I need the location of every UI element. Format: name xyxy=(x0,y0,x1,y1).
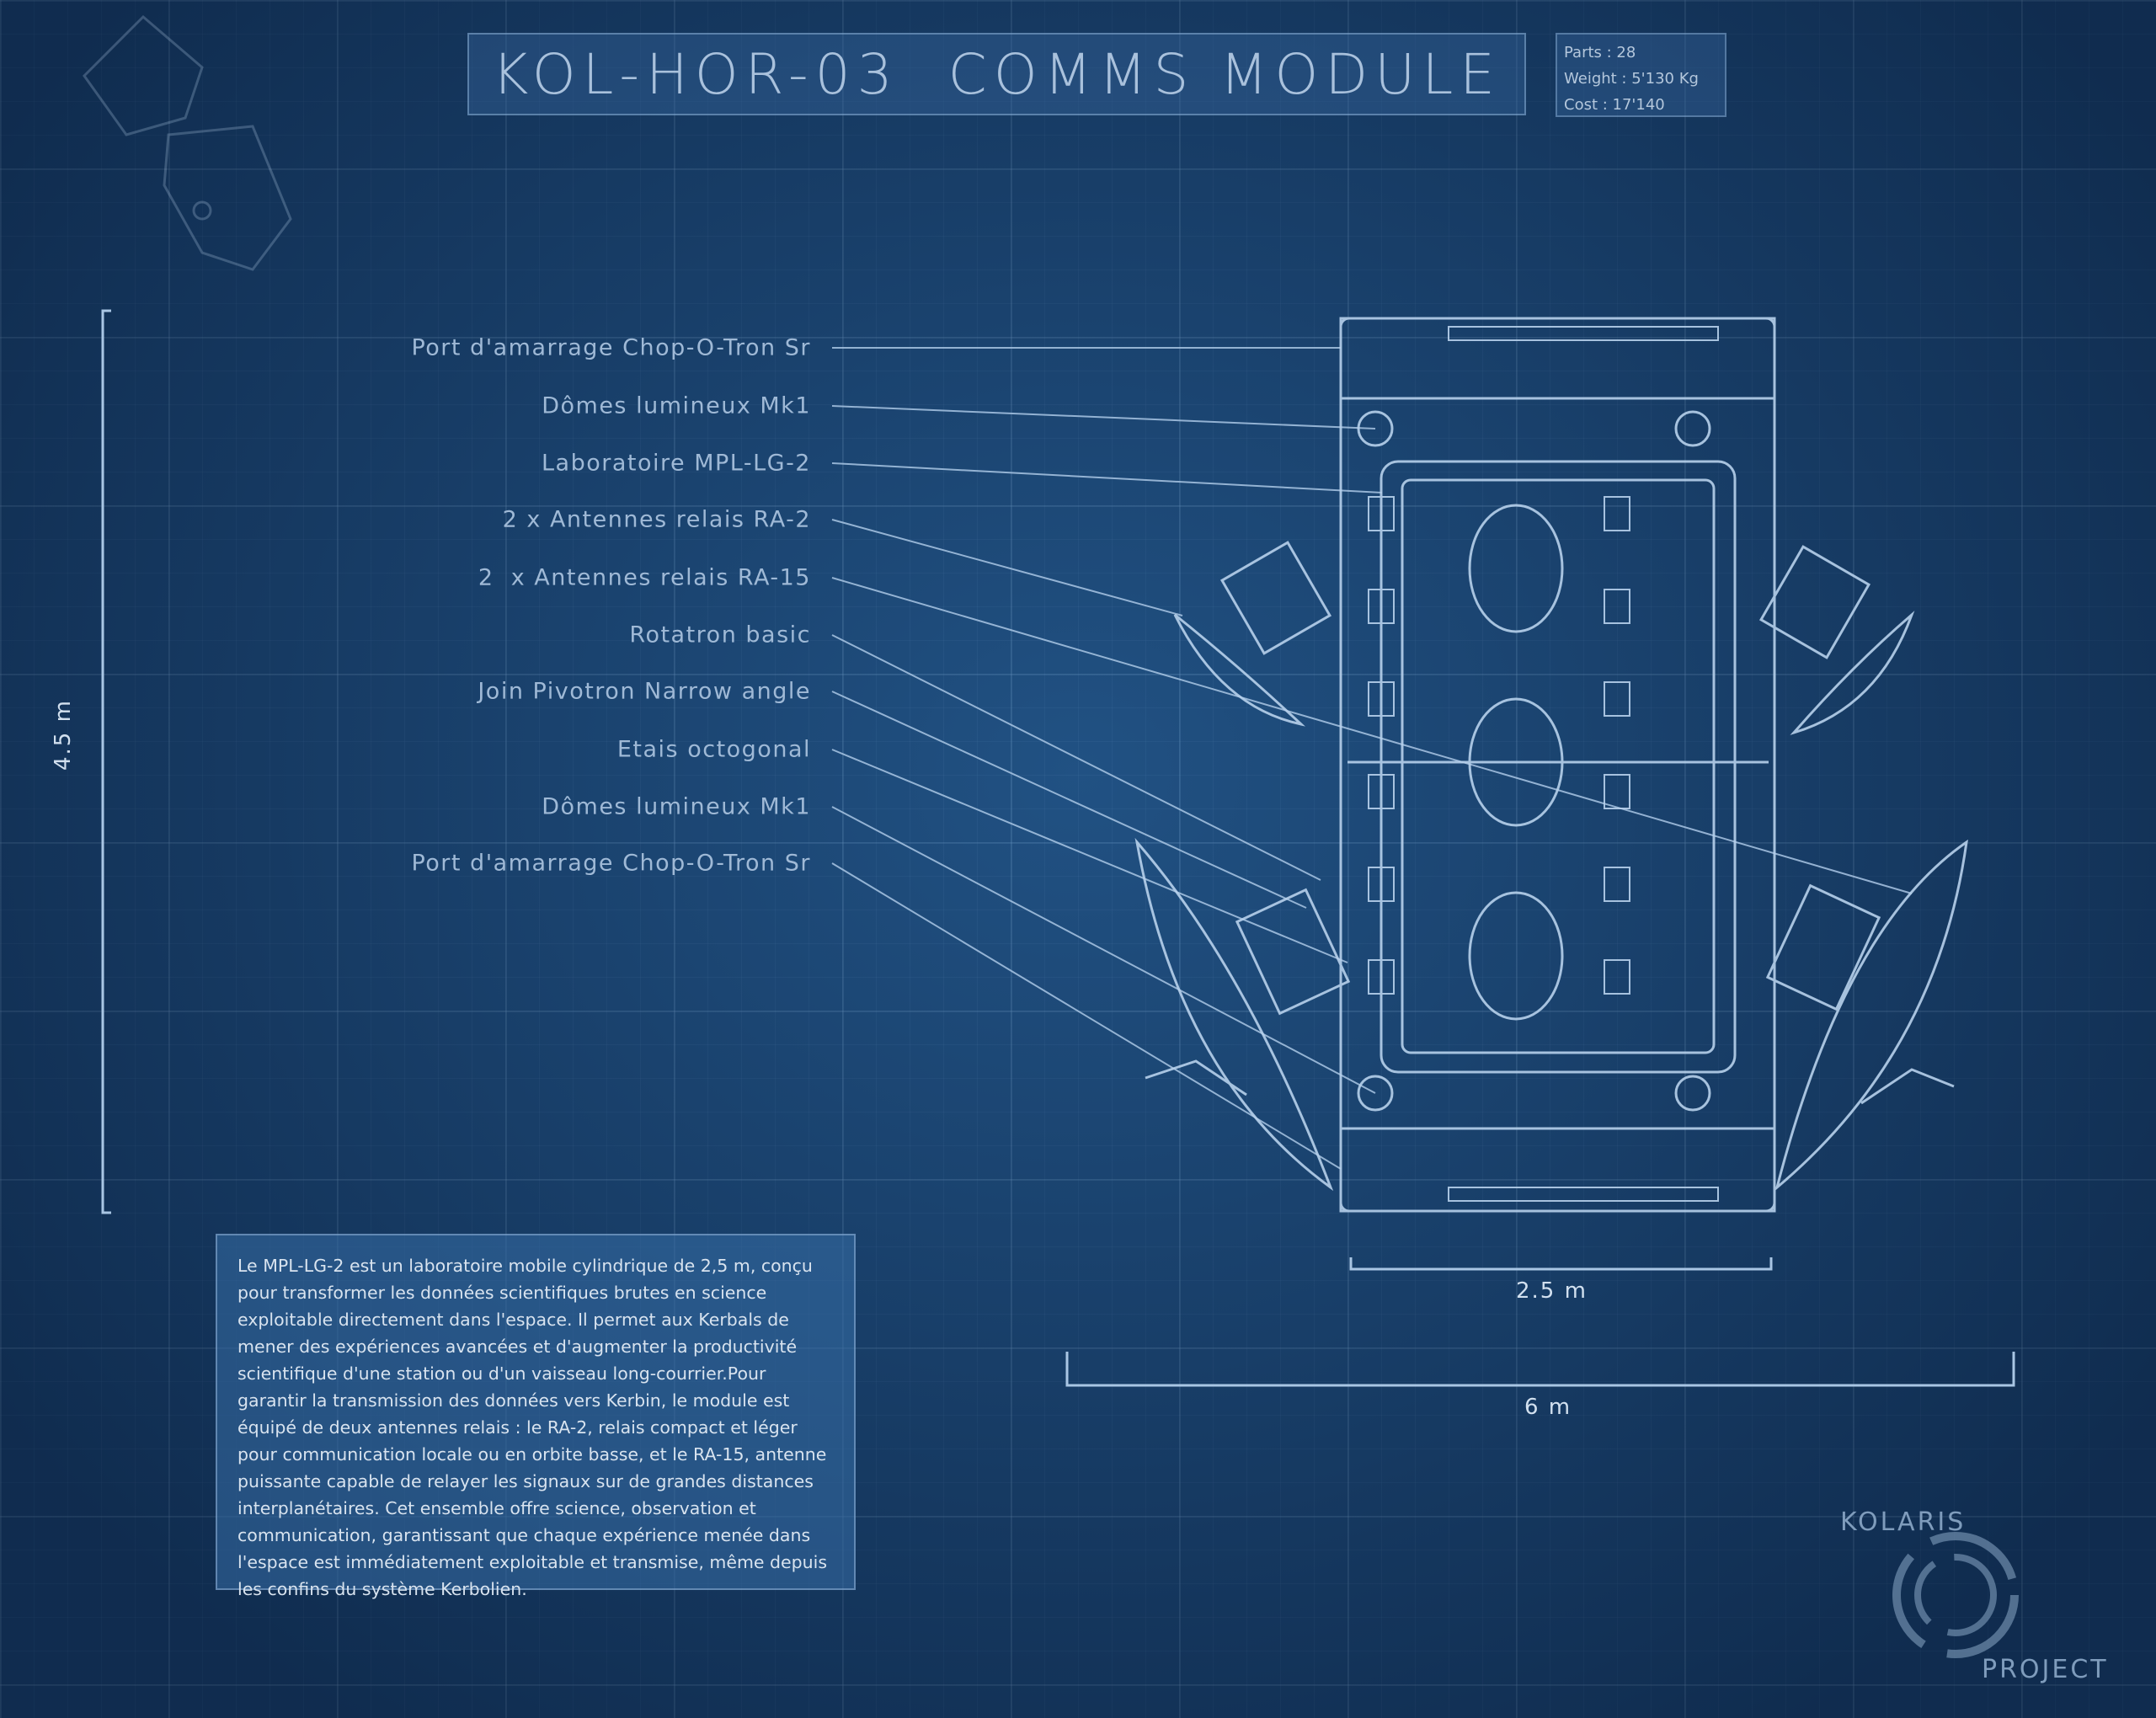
inner-width-dimension-label: 2.5 m xyxy=(1516,1278,1588,1304)
label-antenna-ra15: 2 x Antennes relais RA-15 xyxy=(478,564,811,591)
label-struts: Etais octogonal xyxy=(616,736,811,763)
label-antenna-ra2: 2 x Antennes relais RA-2 xyxy=(502,506,811,533)
leader-lines xyxy=(831,347,1913,1170)
label-domes-bottom: Dômes lumineux Mk1 xyxy=(542,793,811,820)
logo-text-bottom: PROJECT xyxy=(1982,1655,2109,1684)
label-docking-port-top: Port d'amarrage Chop-O-Tron Sr xyxy=(411,334,811,361)
weight-value: Weight : 5'130 Kg xyxy=(1564,70,1699,88)
antenna-ra15-left xyxy=(1134,837,1351,1192)
antenna-ra2-left xyxy=(1173,541,1332,727)
title-box: KOL-HOR-03 COMMS MODULE xyxy=(467,33,1526,115)
dimension-lines xyxy=(101,309,2015,1387)
page-title: KOL-HOR-03 COMMS MODULE xyxy=(492,41,1502,107)
outer-width-dimension-label: 6 m xyxy=(1524,1395,1572,1420)
parts-count: Parts : 28 xyxy=(1564,44,1636,61)
height-dimension-label: 4.5 m xyxy=(51,699,76,771)
stats-box: Parts : 28 Weight : 5'130 Kg Cost : 17'1… xyxy=(1556,33,1726,117)
label-pivotron: Join Pivotron Narrow angle xyxy=(478,678,811,705)
description-panel: Le MPL-LG-2 est un laboratoire mobile cy… xyxy=(216,1234,856,1599)
kolaris-logo-icon xyxy=(1892,1532,2019,1658)
antenna-ra2-right xyxy=(1758,545,1915,735)
label-rotatron: Rotatron basic xyxy=(629,622,811,648)
label-domes-top: Dômes lumineux Mk1 xyxy=(542,392,811,419)
description-text: Le MPL-LG-2 est un laboratoire mobile cy… xyxy=(237,1256,828,1599)
label-docking-port-bottom: Port d'amarrage Chop-O-Tron Sr xyxy=(411,850,811,877)
height-dimension-bar xyxy=(101,309,111,1214)
corner-sketch xyxy=(83,14,292,271)
antenna-ra15-right xyxy=(1765,839,1968,1192)
cost-value: Cost : 17'140 xyxy=(1564,96,1665,114)
logo-text-top: KOLARIS xyxy=(1840,1507,1967,1537)
label-laboratory: Laboratoire MPL-LG-2 xyxy=(542,450,811,477)
outer-width-dimension-bar xyxy=(1065,1352,2015,1387)
module-drawing xyxy=(1134,317,1968,1213)
inner-width-dimension-bar xyxy=(1349,1257,1773,1271)
